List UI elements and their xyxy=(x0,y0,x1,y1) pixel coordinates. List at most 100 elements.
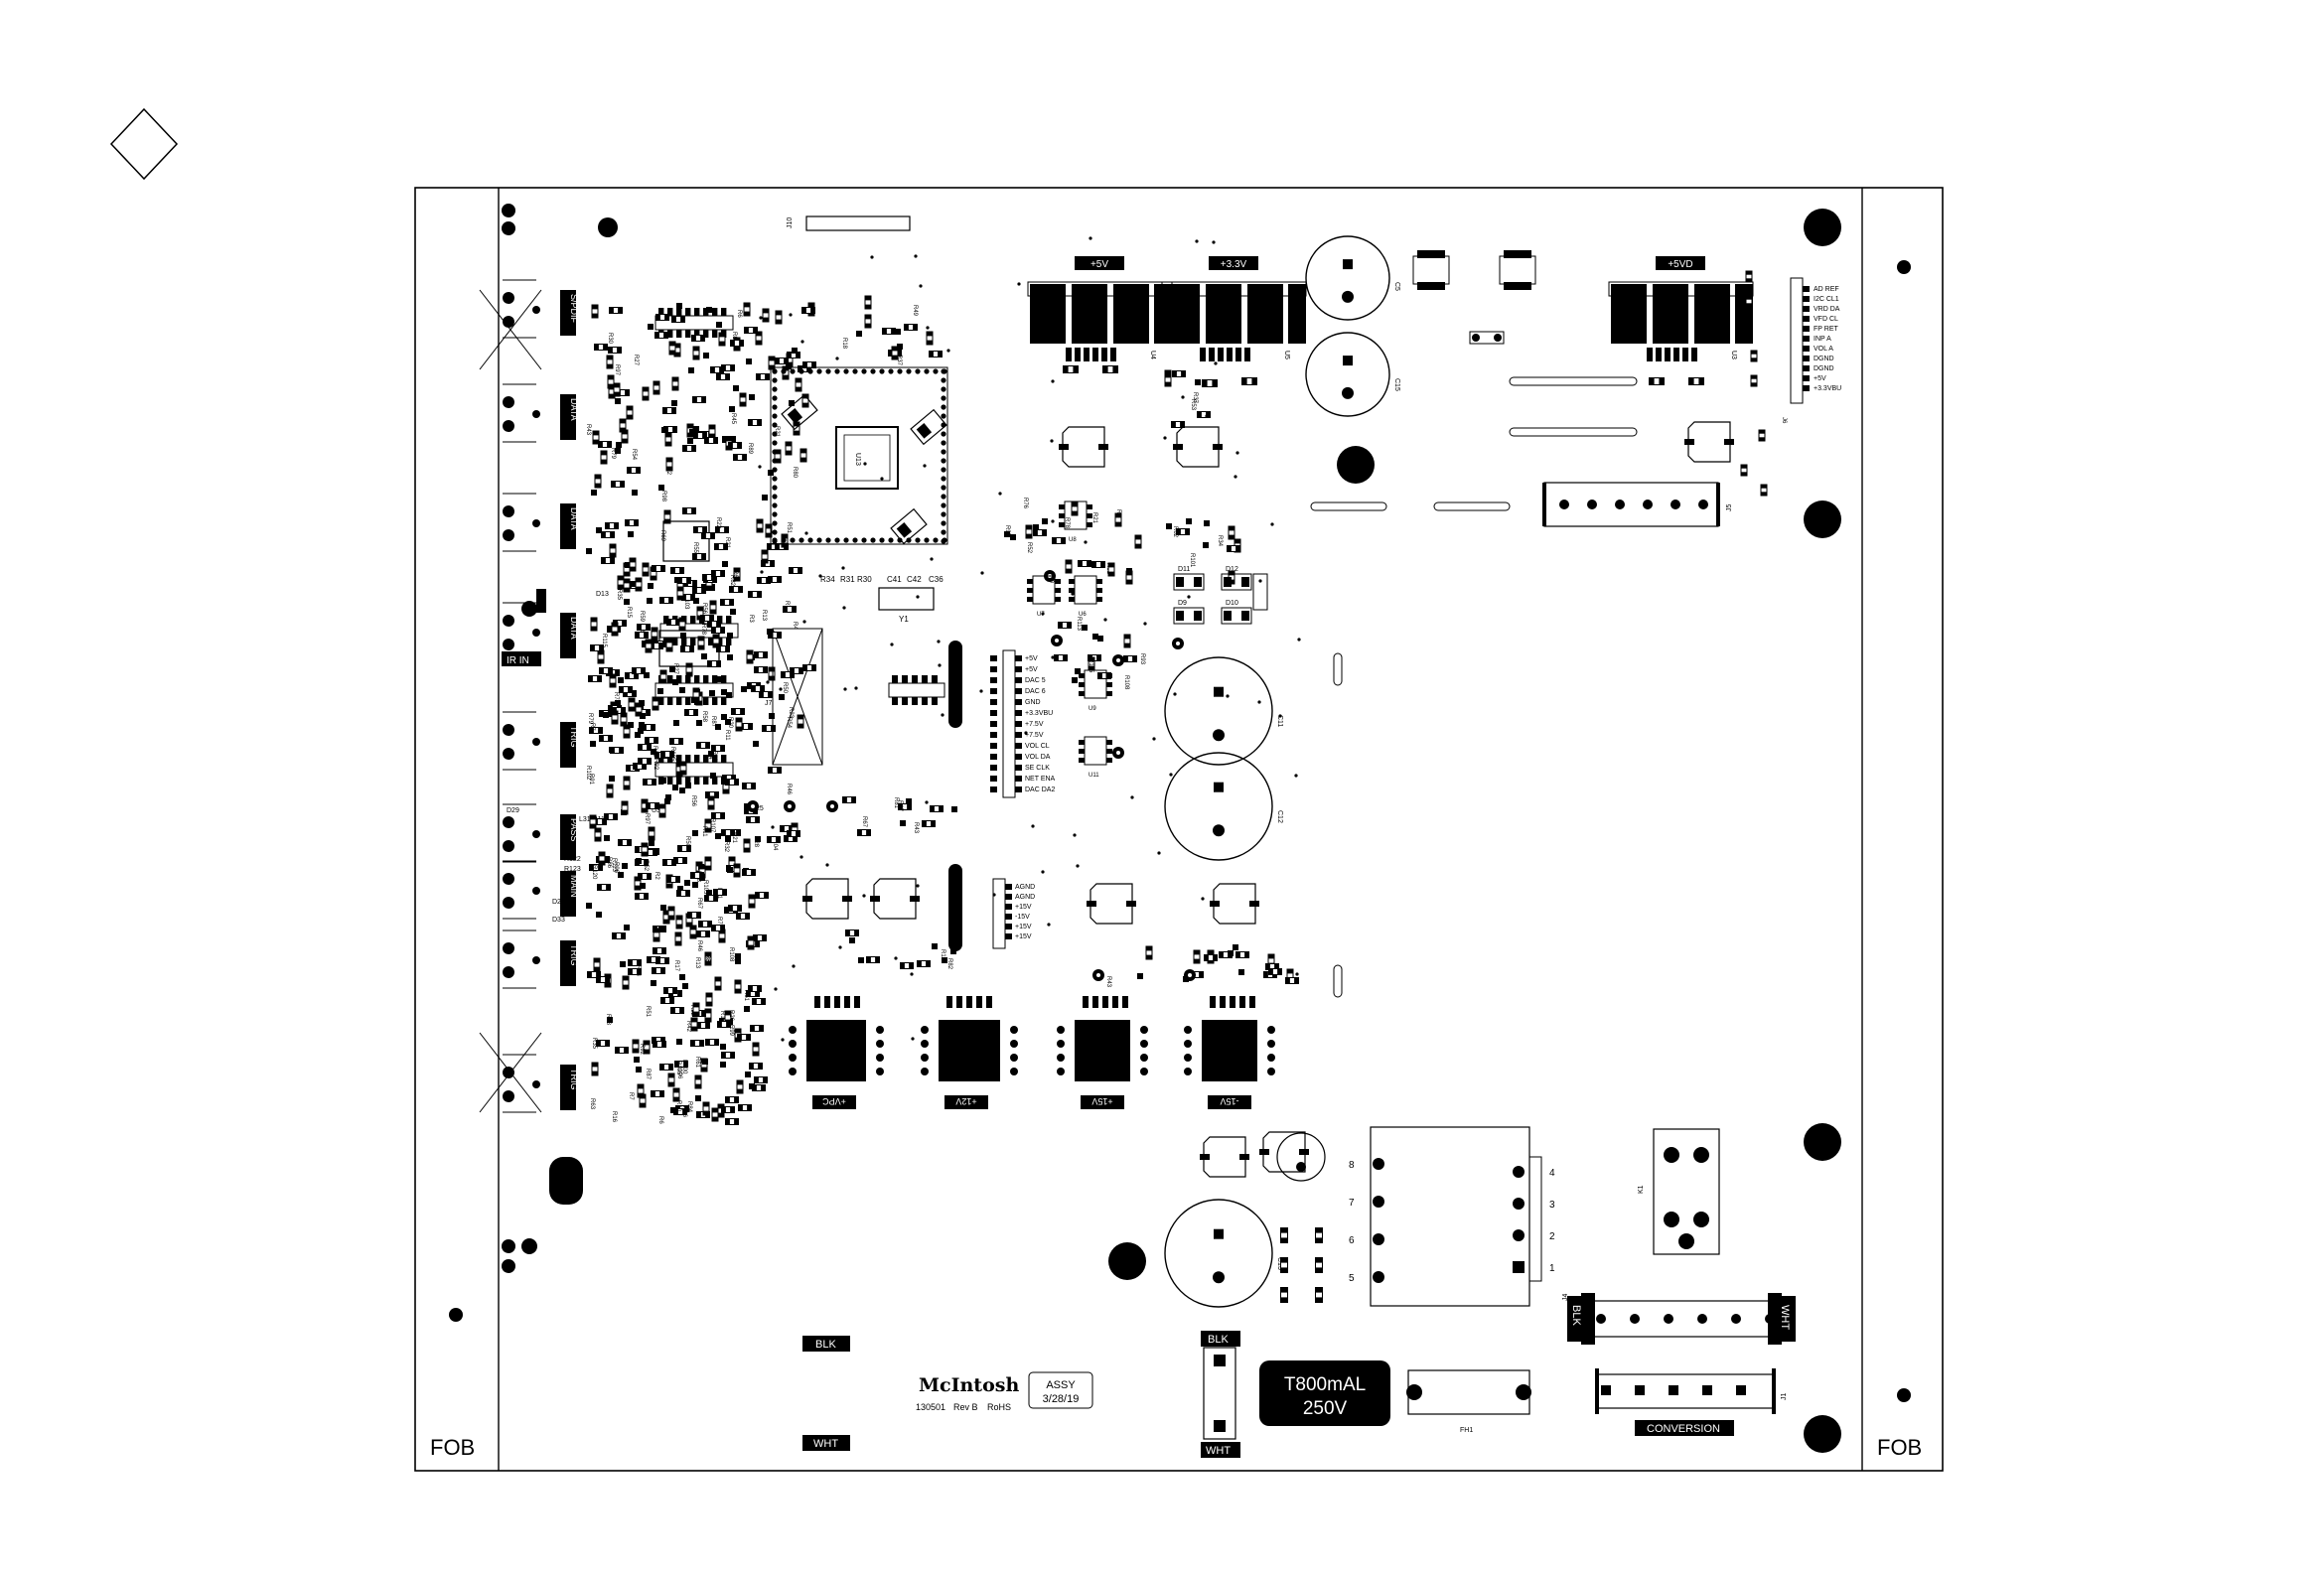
smd-part xyxy=(704,856,712,871)
smd-part xyxy=(671,316,685,323)
pad xyxy=(672,638,678,645)
pad xyxy=(586,548,592,554)
electrolytic-capacitor: C12 xyxy=(1164,752,1283,861)
silkscreen-text: R4 xyxy=(792,622,798,630)
soic-ic xyxy=(888,675,945,705)
fob-left-label: FOB xyxy=(430,1435,475,1460)
silkscreen-text: R93 xyxy=(1139,653,1145,665)
pad xyxy=(679,687,685,693)
assy-date: 3/28/19 xyxy=(1043,1393,1080,1405)
smd-part xyxy=(597,649,605,664)
smd-part xyxy=(707,795,715,810)
pad xyxy=(1027,597,1033,602)
pad xyxy=(672,679,678,685)
silkscreen-text: R52 xyxy=(1026,542,1032,554)
rail-label: +VPC xyxy=(822,1096,846,1106)
smd-part xyxy=(756,518,764,533)
pin-pad xyxy=(1015,732,1022,738)
sip-header xyxy=(948,864,962,951)
smd-part xyxy=(1750,374,1758,387)
pad xyxy=(628,722,634,728)
smd-part xyxy=(628,959,642,966)
ir-in-label-box xyxy=(502,651,541,666)
pad xyxy=(625,562,631,568)
pin-label: DAC 6 xyxy=(1025,688,1046,695)
smd-part xyxy=(1114,512,1122,527)
silkscreen-text: R97 xyxy=(614,364,620,376)
connector-label: TRIG xyxy=(569,1069,579,1090)
pad xyxy=(1079,758,1085,763)
mounting-hole xyxy=(598,217,618,237)
pad xyxy=(1106,740,1112,745)
pad xyxy=(722,561,728,567)
pin xyxy=(941,449,946,455)
pin-pad xyxy=(1015,710,1022,716)
svg-text:R30: R30 xyxy=(857,575,872,584)
pin-label: VOL A xyxy=(1814,346,1833,353)
pad xyxy=(902,675,908,683)
silkscreen-text: R54 xyxy=(786,717,792,729)
smd-part xyxy=(590,644,604,651)
smd-part xyxy=(802,664,816,671)
smd-part xyxy=(748,894,756,909)
smd-part xyxy=(665,638,673,652)
pin-label: INP A xyxy=(1814,336,1831,343)
smd-electrolytic xyxy=(1210,883,1259,925)
silkscreen-text: R11 xyxy=(701,826,707,837)
silkscreen-text: R21 xyxy=(774,426,780,438)
smd-part xyxy=(752,998,766,1005)
pad xyxy=(709,690,715,696)
test-point-hole xyxy=(1096,973,1100,977)
smd-part xyxy=(1190,971,1204,978)
smd-part xyxy=(637,624,651,631)
smd-part xyxy=(678,617,686,632)
pin xyxy=(772,458,778,464)
pin-number: 7 xyxy=(1349,1198,1355,1209)
pin xyxy=(772,431,778,437)
smd-part xyxy=(628,697,636,712)
pin xyxy=(834,537,840,543)
smd-part xyxy=(638,758,652,765)
pad xyxy=(755,836,761,842)
pin-pad xyxy=(990,776,997,782)
smd-part xyxy=(1241,377,1257,385)
via xyxy=(1201,897,1205,901)
via xyxy=(766,680,770,684)
smd-part xyxy=(790,667,803,674)
smd-part xyxy=(588,675,602,682)
smd-part xyxy=(621,800,629,815)
via xyxy=(1051,519,1055,523)
pad xyxy=(676,755,682,763)
pad xyxy=(932,943,938,949)
smd-part xyxy=(1063,365,1079,373)
wire-labels: BLK WHT BLK WHT BLK WHT CONVERSION xyxy=(802,1296,1796,1458)
silkscreen-text: R45 xyxy=(730,413,736,425)
smd-part xyxy=(1088,656,1095,671)
silkscreen-text: R82 xyxy=(729,575,735,587)
pad xyxy=(956,996,962,1008)
smd-part xyxy=(1193,949,1201,964)
blk-fuse-label-box xyxy=(1201,1331,1240,1347)
connector-label: DATA xyxy=(569,507,579,530)
pin xyxy=(1697,1314,1707,1324)
pin-pad xyxy=(990,743,997,749)
u13-qfp-ic: U13 xyxy=(770,366,948,545)
pin xyxy=(941,476,946,482)
silkscreen-text: R43 xyxy=(585,424,591,436)
svg-text:J7: J7 xyxy=(765,700,773,707)
smd-part xyxy=(704,951,712,966)
pin-pad xyxy=(1015,699,1022,705)
smd-part xyxy=(864,295,872,310)
via xyxy=(1270,522,1274,526)
silkscreen-text: C11 xyxy=(1276,715,1283,727)
silkscreen-text: R51 xyxy=(786,522,792,534)
smd-electrolytic xyxy=(1087,883,1136,925)
smd-part xyxy=(767,543,781,550)
via xyxy=(521,601,537,617)
smd-part xyxy=(775,358,789,364)
via xyxy=(880,477,884,481)
smd-part xyxy=(596,976,610,983)
smd-part xyxy=(750,1025,764,1032)
pad xyxy=(715,724,721,730)
electrolytic-capacitor: C15 xyxy=(1305,332,1400,417)
